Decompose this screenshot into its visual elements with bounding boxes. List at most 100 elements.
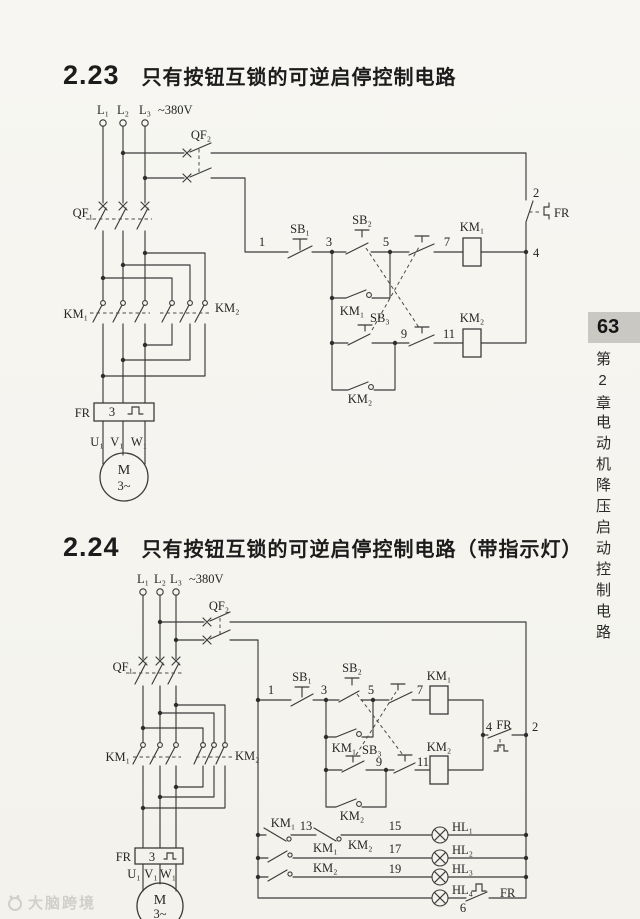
km2-coil [462, 328, 482, 358]
terminal-L2 [156, 588, 164, 596]
node-4: 4 [533, 246, 540, 260]
label-motor-3ph: 3~ [153, 907, 166, 919]
node-9: 9 [376, 755, 382, 769]
km1-coil [429, 685, 449, 715]
label-hl4: HL₄ [452, 883, 473, 897]
label-w1: W₁ [131, 435, 147, 449]
label-km1-aux: KM₁ [332, 741, 357, 755]
node-9: 9 [401, 327, 407, 341]
label-hl2: HL₂ [452, 843, 473, 857]
label-qf2: QF₂ [209, 599, 229, 613]
label-fr-3: 3 [149, 850, 155, 864]
chapter-title-vertical: 电动机降压启动控制电路 [594, 414, 611, 645]
chapter-number-vertical: 第2章 [594, 351, 611, 416]
label-hl1: HL₁ [452, 820, 473, 834]
label-voltage: ~380V [189, 572, 224, 586]
label-l2: L₂ [117, 103, 129, 117]
node-2: 2 [533, 186, 539, 200]
label-motor-m: M [118, 463, 131, 478]
section-heading-2-24: 2.24 只有按钮互锁的可逆启停控制电路（带指示灯） [63, 532, 583, 563]
label-km2-no: KM₂ [313, 861, 338, 875]
label-fr-lamp-contact: FR [500, 886, 516, 900]
label-km2-aux: KM₂ [348, 392, 373, 406]
node-5: 5 [368, 683, 374, 697]
label-voltage: ~380V [158, 103, 193, 117]
node-7: 7 [417, 683, 423, 697]
terminal-L1 [99, 119, 107, 127]
terminal-L3 [172, 588, 180, 596]
label-km1-coil: KM₁ [460, 220, 485, 234]
page-number: 63 [588, 312, 640, 343]
breaker-x-marks [98, 148, 192, 211]
node-1: 1 [268, 683, 274, 697]
label-km2-contacts: KM₂ [235, 749, 260, 763]
node-4: 4 [486, 720, 493, 734]
lamp-hl2 [431, 849, 449, 867]
label-u1: U₁ [90, 435, 103, 449]
label-w1: W₁ [160, 867, 176, 881]
label-qf2: QF₂ [191, 128, 211, 142]
node-5: 5 [383, 235, 389, 249]
terminal-L2 [119, 119, 127, 127]
indicator-lamps [431, 826, 449, 907]
label-qf1: QF₁ [73, 206, 93, 220]
label-sb2: SB₂ [352, 213, 372, 227]
watermark-text: 大脑跨境 [28, 895, 97, 912]
node-11: 11 [443, 327, 455, 341]
watermark: 大脑跨境 [6, 892, 96, 913]
node-11: 11 [417, 755, 429, 769]
label-l3: L₃ [170, 572, 182, 586]
label-l2: L₂ [154, 572, 166, 586]
lamp-cross-lines [433, 828, 447, 905]
wires [92, 125, 550, 465]
label-v1: V₁ [144, 867, 157, 881]
motor-symbol [136, 882, 184, 919]
label-fr-3: 3 [109, 405, 115, 419]
label-motor-3ph: 3~ [117, 479, 130, 493]
km1-coil [462, 237, 482, 267]
lamp-hl4 [431, 889, 449, 907]
circuit-diagram-2-23: L₁ L₂ L₃ ~380V QF₂ QF₁ KM₁ KM₂ FR 3 U₁ V… [64, 103, 570, 502]
section-title: 只有按钮互锁的可逆启停控制电路 [141, 67, 457, 89]
mechanical-links [86, 149, 541, 331]
label-km1-coil: KM₁ [427, 669, 452, 683]
label-km2-coil: KM₂ [427, 740, 452, 754]
section-number: 2.23 [63, 60, 120, 90]
node-19: 19 [389, 862, 402, 876]
fr-overload-box [93, 402, 155, 422]
contact-circles [99, 119, 374, 390]
label-qf1: QF₁ [113, 660, 133, 674]
node-13: 13 [300, 819, 313, 833]
label-sb1: SB₁ [290, 222, 310, 236]
node-1: 1 [259, 235, 265, 249]
terminal-L1 [139, 588, 147, 596]
label-l1: L₁ [137, 572, 149, 586]
label-km2-contacts: KM₂ [215, 301, 240, 315]
node-15: 15 [389, 819, 402, 833]
labels: L₁ L₂ L₃ ~380V QF₂ QF₁ KM₁ KM₂ FR 3 U₁ V… [106, 572, 539, 919]
label-hl3: HL₃ [452, 862, 473, 876]
label-v1: V₁ [110, 435, 123, 449]
label-km2-coil: KM₂ [460, 311, 485, 325]
label-motor-m: M [154, 893, 167, 908]
section-heading-2-23: 2.23 只有按钮互锁的可逆启停控制电路 [63, 60, 457, 91]
section-number: 2.24 [63, 532, 120, 562]
section-title: 只有按钮互锁的可逆启停控制电路（带指示灯） [141, 539, 583, 561]
km2-coil [429, 755, 449, 785]
label-fr: FR [75, 406, 91, 420]
label-fr-contact: FR [496, 718, 512, 732]
node-3: 3 [326, 235, 332, 249]
label-km1-contacts: KM₁ [64, 307, 89, 321]
label-l1: L₁ [97, 103, 109, 117]
watermark-logo-icon [8, 894, 22, 911]
label-sb2: SB₂ [342, 661, 362, 675]
motor-symbol [99, 452, 149, 502]
label-sb3: SB₃ [370, 311, 390, 325]
label-km2-aux: KM₂ [340, 809, 365, 823]
circuit-diagram-2-24: L₁ L₂ L₃ ~380V QF₂ QF₁ KM₁ KM₂ FR 3 U₁ V… [106, 572, 539, 919]
junction-dots [140, 619, 529, 880]
label-u1: U₁ [127, 867, 140, 881]
lamp-hl3 [431, 868, 449, 886]
terminal-L3 [141, 119, 149, 127]
